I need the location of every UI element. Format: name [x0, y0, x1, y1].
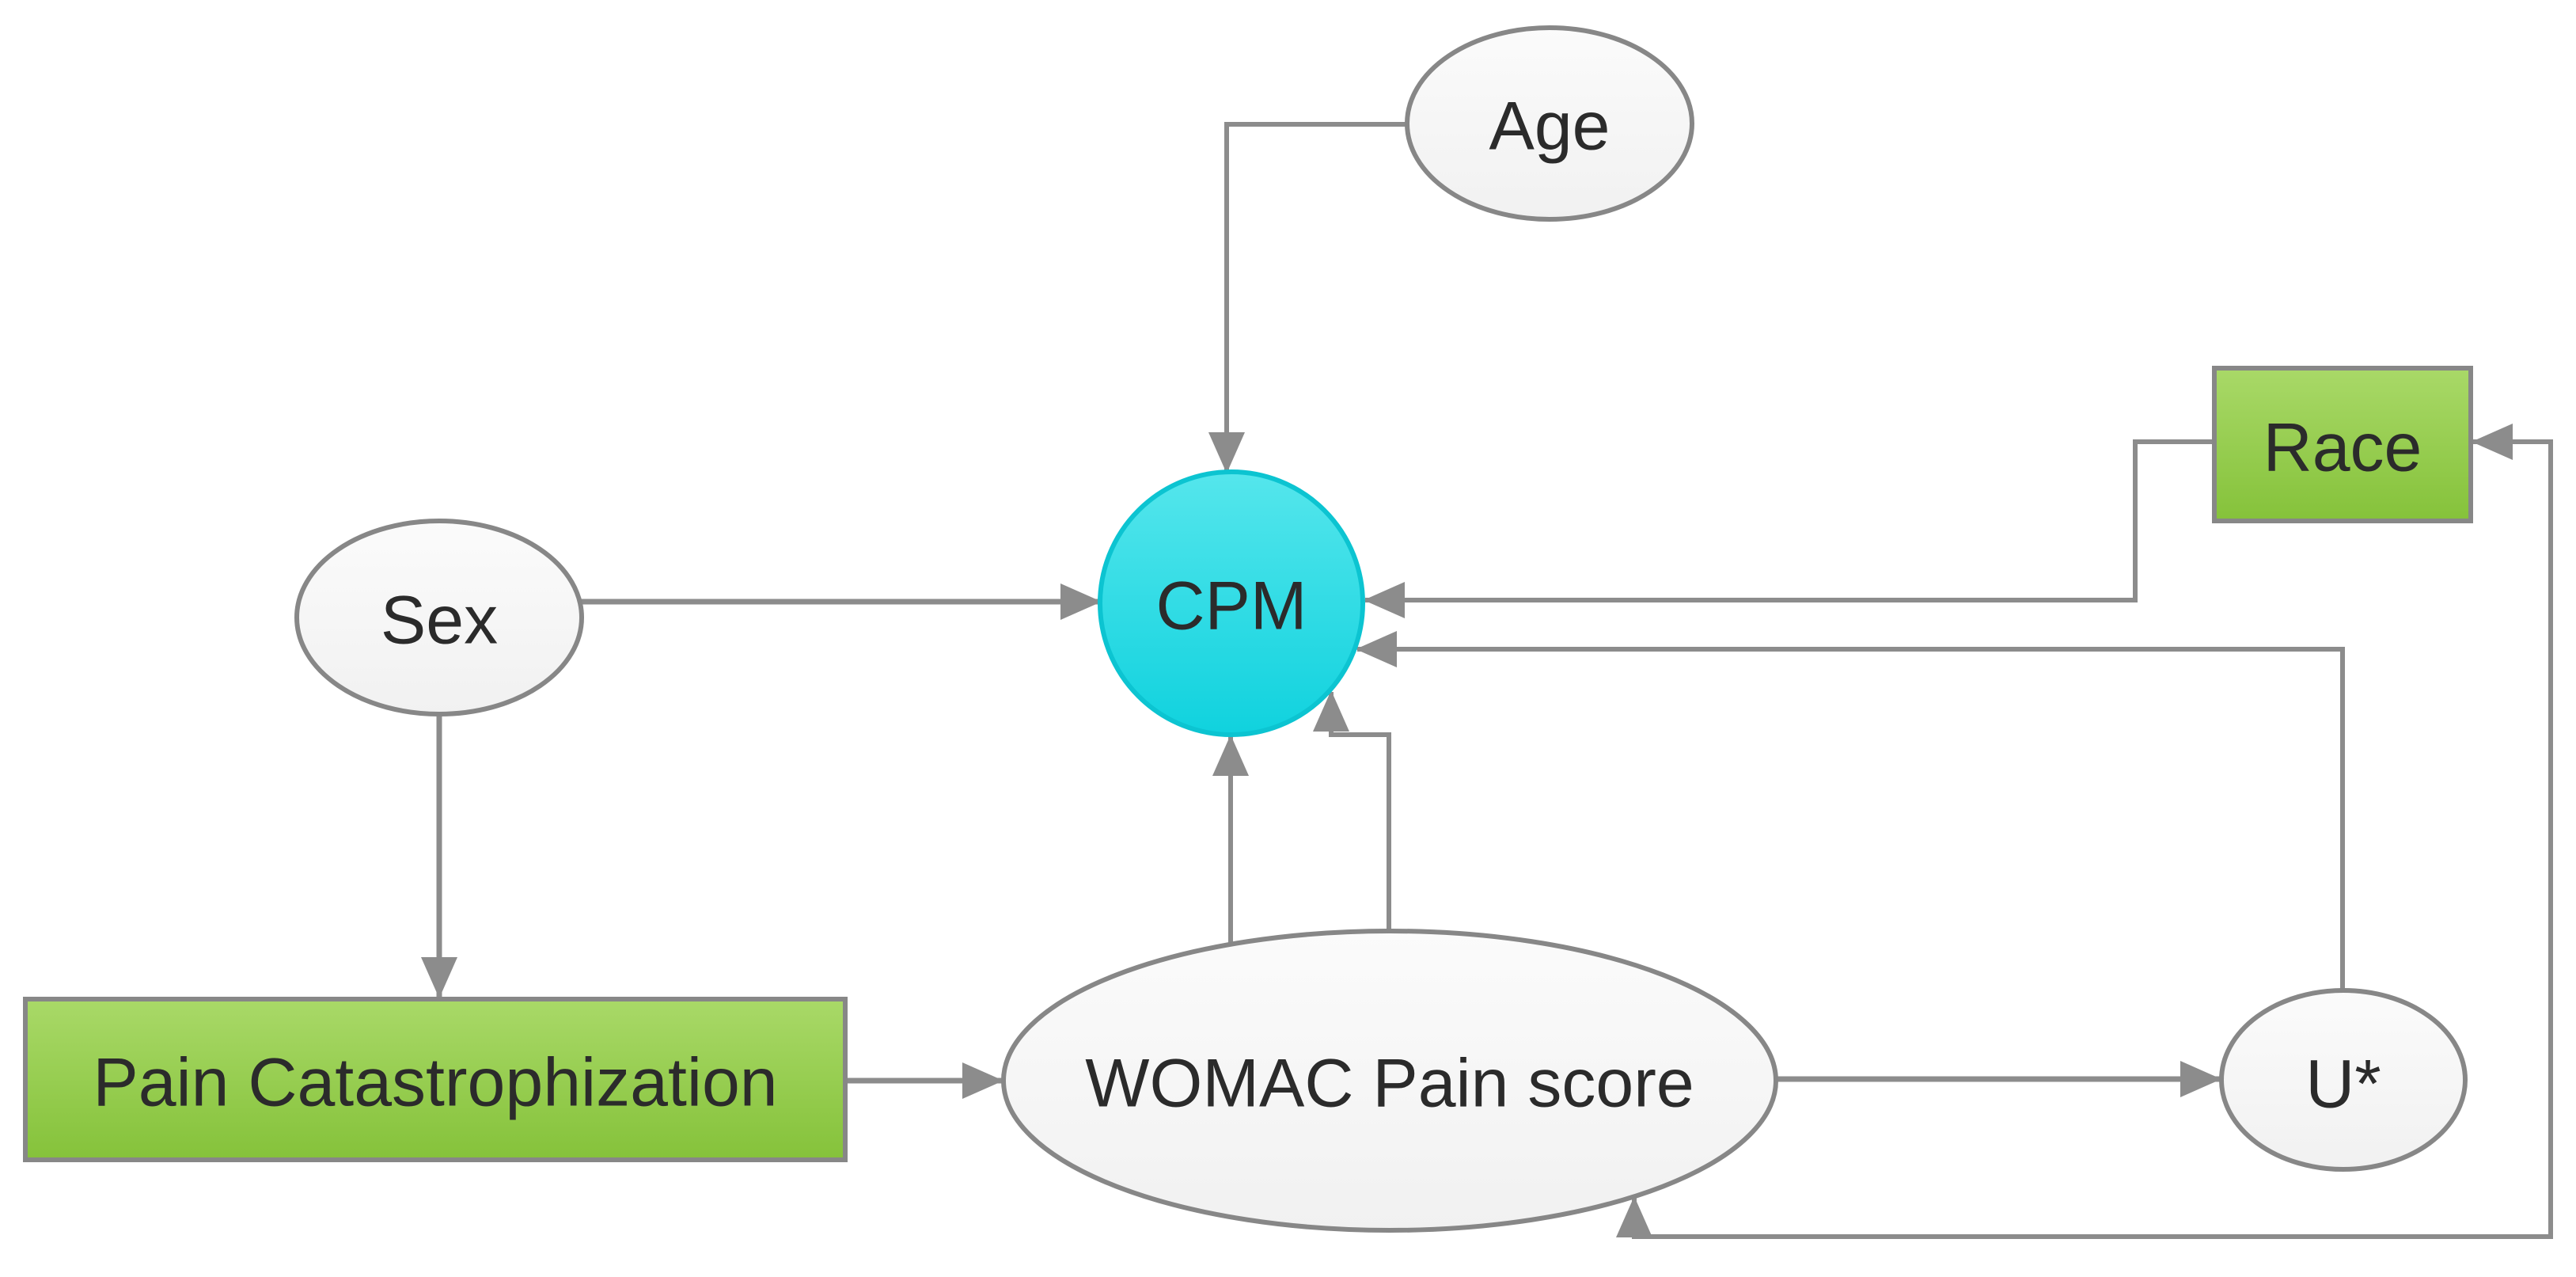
ustar-label: U*: [2305, 1047, 2381, 1123]
cpm-label: CPM: [1155, 568, 1307, 644]
ustar-ellipse: [2219, 988, 2468, 1172]
sex-label: Sex: [381, 583, 498, 659]
age-label: Age: [1489, 89, 1610, 165]
race-label: Race: [2263, 410, 2422, 486]
node-sex: Sex: [294, 519, 584, 716]
node-pain-catastrophization: Pain Catastrophization: [23, 997, 848, 1162]
node-ustar: U*: [2219, 988, 2468, 1172]
sex-ellipse: [294, 519, 584, 716]
node-race: Race: [2212, 366, 2473, 523]
pain-catastrophization-label: Pain Catastrophization: [93, 1045, 777, 1121]
node-cpm: CPM: [1098, 469, 1365, 737]
race-rect: [2212, 366, 2473, 523]
node-age: Age: [1405, 25, 1694, 222]
nodes-layer: Age Sex CPM Race Pain Catastrophization: [23, 25, 2473, 1233]
womac-ellipse: [1001, 929, 1778, 1233]
age-ellipse: [1405, 25, 1694, 222]
edge-womac-race-bidirected: [1616, 424, 2553, 1239]
edge-womac-to-cpm-2: [1313, 690, 1391, 931]
node-womac: WOMAC Pain score: [1001, 929, 1778, 1233]
edges-layer: [421, 122, 2553, 1239]
cpm-circle: [1098, 469, 1365, 737]
pain-catastrophization-rect: [23, 997, 848, 1162]
edge-age-to-cpm: [1208, 122, 1407, 473]
edge-race-to-cpm: [1364, 439, 2214, 618]
womac-label: WOMAC Pain score: [1085, 1046, 1694, 1122]
